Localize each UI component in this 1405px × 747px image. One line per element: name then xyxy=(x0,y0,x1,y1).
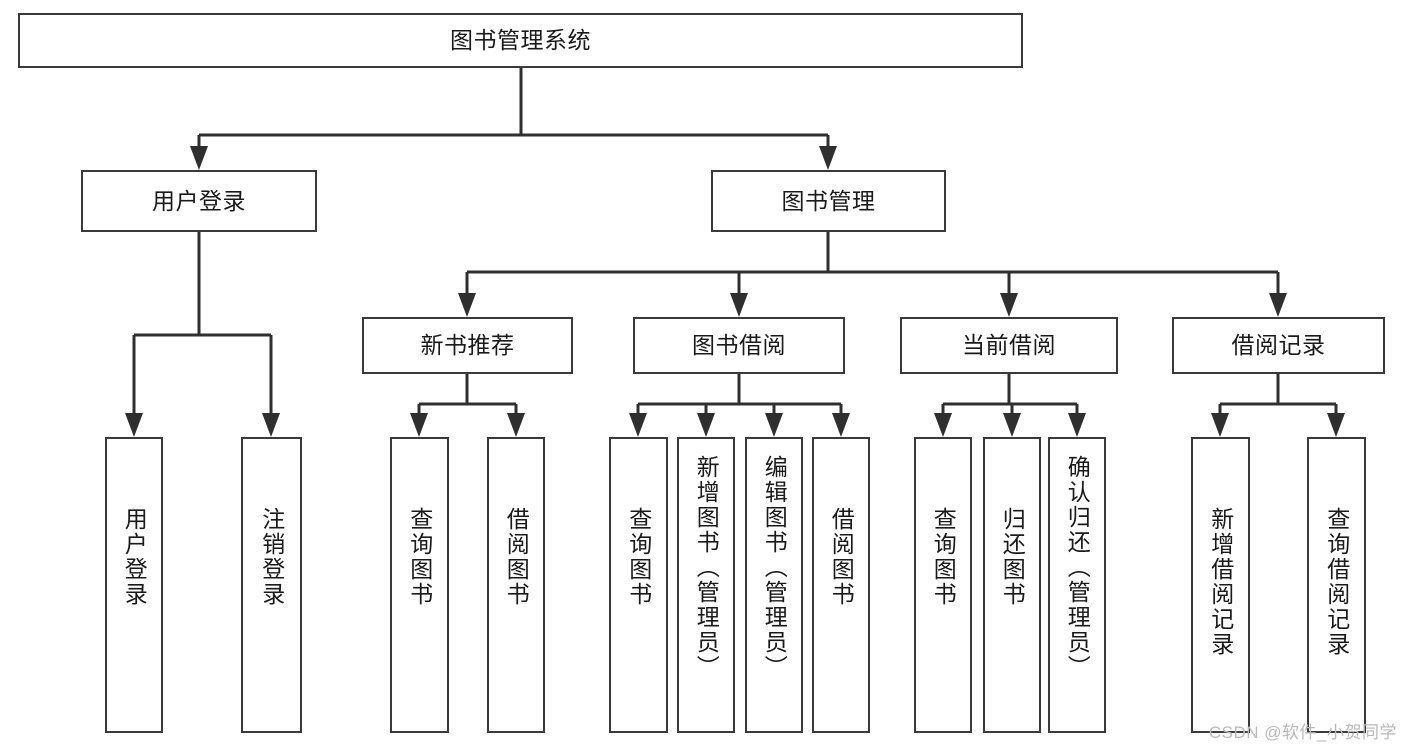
node-label-leaf-edit-book: 编辑图书（管理员） xyxy=(761,455,788,680)
node-leaf-borrow-book-1: 借阅图书 xyxy=(487,437,545,733)
node-leaf-query-book-1: 查询图书 xyxy=(390,437,449,733)
node-leaf-return-book: 归还图书 xyxy=(983,437,1041,733)
node-user-login: 用户登录 xyxy=(81,170,317,232)
node-label-current-borrow: 当前借阅 xyxy=(962,332,1056,359)
node-label-leaf-borrow-book-1: 借阅图书 xyxy=(503,507,530,607)
node-leaf-add-record: 新增借阅记录 xyxy=(1191,437,1250,733)
node-leaf-add-book: 新增图书（管理员） xyxy=(677,437,735,733)
node-label-leaf-query-book-1: 查询图书 xyxy=(406,507,433,607)
node-label-book-manage: 图书管理 xyxy=(781,187,876,214)
node-label-user-login: 用户登录 xyxy=(152,187,246,214)
node-label-borrow-record: 借阅记录 xyxy=(1231,332,1326,359)
node-label-leaf-add-book: 新增图书（管理员） xyxy=(693,455,720,680)
node-book-borrow: 图书借阅 xyxy=(633,317,845,374)
node-leaf-borrow-book-2: 借阅图书 xyxy=(812,437,870,733)
node-label-leaf-query-book-3: 查询图书 xyxy=(930,507,957,607)
node-book-manage: 图书管理 xyxy=(711,170,946,232)
node-label-leaf-query-book-2: 查询图书 xyxy=(625,507,652,607)
node-label-leaf-query-record: 查询借阅记录 xyxy=(1323,507,1350,657)
node-leaf-query-record: 查询借阅记录 xyxy=(1307,437,1366,733)
node-label-root: 图书管理系统 xyxy=(450,27,591,54)
node-label-leaf-borrow-book-2: 借阅图书 xyxy=(828,507,855,607)
node-label-book-borrow: 图书借阅 xyxy=(692,332,786,359)
node-label-leaf-user-logout: 注销登录 xyxy=(258,507,285,607)
node-current-borrow: 当前借阅 xyxy=(900,317,1118,374)
node-leaf-query-book-3: 查询图书 xyxy=(914,437,972,733)
node-leaf-query-book-2: 查询图书 xyxy=(609,437,668,733)
node-leaf-confirm-ret: 确认归还（管理员） xyxy=(1048,437,1106,733)
node-leaf-edit-book: 编辑图书（管理员） xyxy=(745,437,803,733)
node-borrow-record: 借阅记录 xyxy=(1172,317,1385,374)
node-leaf-user-login: 用户登录 xyxy=(105,437,163,733)
node-label-leaf-user-login: 用户登录 xyxy=(121,507,148,607)
node-label-leaf-confirm-ret: 确认归还（管理员） xyxy=(1064,455,1091,680)
node-label-new-book-rec: 新书推荐 xyxy=(420,332,515,359)
node-label-leaf-return-book: 归还图书 xyxy=(999,507,1026,607)
node-leaf-user-logout: 注销登录 xyxy=(241,437,302,733)
node-new-book-rec: 新书推荐 xyxy=(362,317,573,374)
watermark: CSDN @软件_小贺同学 xyxy=(1208,723,1397,742)
node-label-leaf-add-record: 新增借阅记录 xyxy=(1207,507,1234,657)
node-root: 图书管理系统 xyxy=(18,13,1023,68)
